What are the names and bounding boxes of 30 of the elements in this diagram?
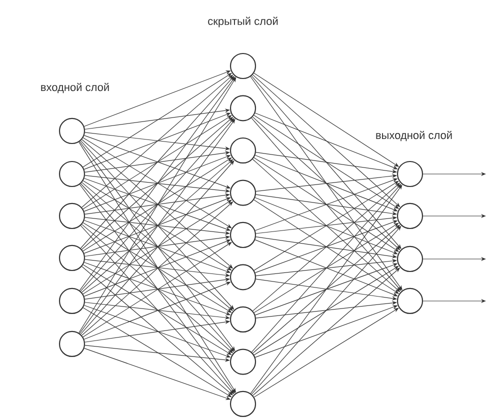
arrow [254,180,399,271]
neuron-circle [230,390,256,418]
arrow [82,200,232,294]
neuron-circle [58,118,86,144]
neuron-circle [58,160,86,188]
neuron-circle [58,244,86,272]
neuron-circle [396,202,424,230]
arrow [82,115,232,210]
arrow [79,76,236,291]
arrow [254,222,399,313]
neuron-circle [230,137,256,164]
layer-label: выходной слой [376,130,452,142]
layer-label: скрытый слой [208,16,278,28]
neuron-circle [230,348,256,375]
layer-label: входной слой [41,82,109,94]
neuron-circle [58,202,86,230]
neuron-circle [230,52,256,80]
neuron-circle [230,264,256,290]
neuron-circle [396,246,424,272]
arrow [80,184,236,394]
neuron-circle [396,288,424,314]
neuron-circle [230,95,256,122]
neuron-circle [230,180,256,206]
neuron-circle [230,222,256,248]
arrow [82,242,232,338]
neuron-circle [58,288,86,314]
neuron-circle [396,160,424,188]
neuron-circle [230,306,256,333]
arrow [250,184,402,394]
neuron-circle [58,330,86,358]
